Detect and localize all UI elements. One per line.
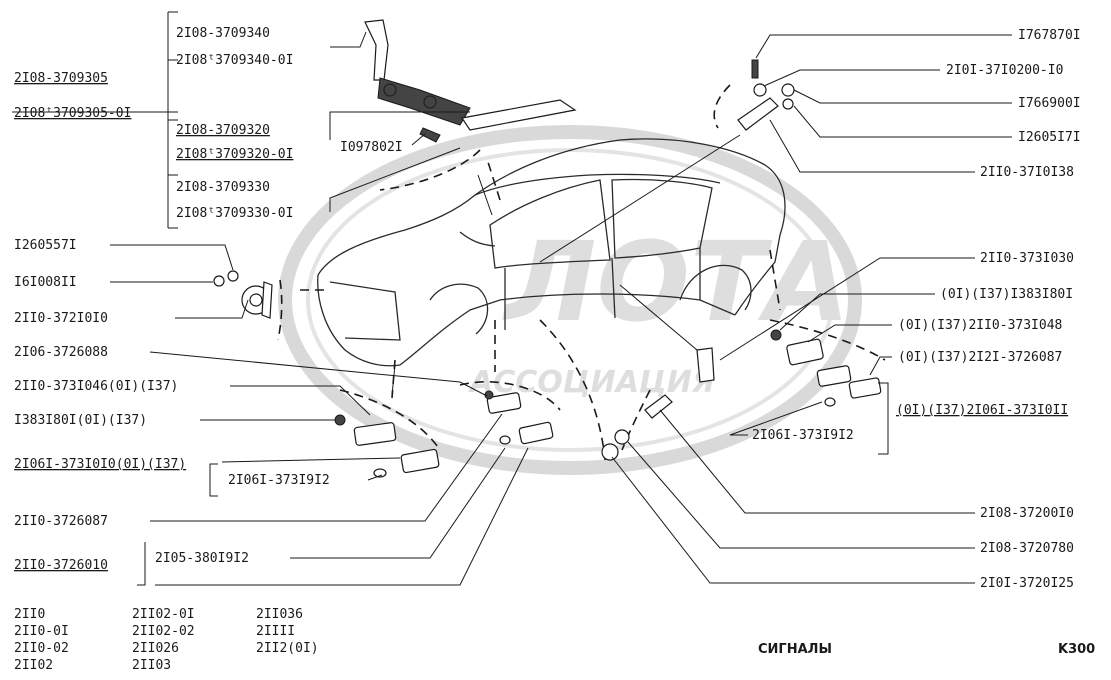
sensor-plate-part	[696, 347, 715, 383]
label-lamp-socket: 2I06-3726088	[14, 345, 108, 360]
horn-part	[213, 270, 273, 319]
model-col3-item: 2II036	[256, 607, 303, 622]
model-col1-item: 2II0	[14, 607, 45, 622]
model-col2-item: 2II02-0I	[132, 607, 195, 622]
car-body-outline	[317, 138, 786, 367]
label-lever-a-line2: 2I08ᵗ3709340-0I	[176, 53, 293, 68]
label-side-lamp-assembly: 2II0-3726010	[14, 558, 108, 573]
door-switch-part	[601, 394, 673, 461]
front-repeater-part	[334, 414, 440, 478]
model-col2-item: 2II02-02	[132, 624, 195, 639]
label-lever-b-line1: 2I08-3709320	[176, 123, 270, 138]
label-assembly-line1: 2I08-3709305	[14, 71, 108, 86]
page-title: СИГНАЛЫ	[758, 642, 832, 657]
label-repeater-body: 2II0-373I046(0I)(I37)	[14, 379, 178, 394]
model-col3-item: 2IIII	[256, 624, 295, 639]
model-col1-item: 2II0-0I	[14, 624, 69, 639]
label-rear-body: (0I)(I37)2II0-373I048	[898, 318, 1062, 333]
screw-part	[419, 127, 441, 143]
page-code: K300	[1058, 642, 1095, 657]
label-bracket: 2II0-37I0I38	[980, 165, 1074, 180]
label-switch-cap: 2I08-3720780	[980, 541, 1074, 556]
model-col1-item: 2II02	[14, 658, 53, 673]
label-bolt: I767870I	[1018, 28, 1081, 43]
model-col1-item: 2II0-02	[14, 641, 69, 656]
label-grommet: I383I80I(0I)(I37)	[14, 413, 147, 428]
label-horn: 2II0-372I0I0	[14, 311, 108, 326]
label-nut: I260557I	[14, 238, 77, 253]
label-side-lamp: 2II0-3726087	[14, 514, 108, 529]
model-list: 2II0 2II0-0I 2II0-02 2II02 2II02-0I 2II0…	[14, 607, 319, 673]
label-switch-boot: 2I0I-3720I25	[980, 576, 1074, 591]
label-bulb-small-right: 2I06I-373I9I2	[752, 428, 854, 443]
label-sensor: 2II0-373I030	[980, 251, 1074, 266]
washer-lever-assembly	[364, 19, 577, 131]
watermark-logo-text: ЛОТА	[502, 218, 850, 346]
model-col2-item: 2II03	[132, 658, 171, 673]
label-washer-a: I766900I	[1018, 96, 1081, 111]
label-lever-b-line2: 2I08ᵗ3709320-0I	[176, 147, 293, 162]
model-col2-item: 2II026	[132, 641, 179, 656]
label-washer: I6I008II	[14, 275, 77, 290]
label-repeater-assembly: 2I06I-373I0I0(0I)(I37)	[14, 457, 186, 472]
label-rear-grommet: (0I)(I37)I383I80I	[940, 287, 1073, 302]
label-screw: I097802I	[340, 140, 403, 155]
label-side-bulb: 2I05-380I9I2	[155, 551, 249, 566]
label-nut-clip: 2I0I-37I0200-I0	[946, 63, 1063, 78]
label-lever-c-line1: 2I08-3709330	[176, 180, 270, 195]
label-bulb-small-left: 2I06I-373I9I2	[228, 473, 330, 488]
bracket-part	[737, 59, 795, 131]
rear-repeater-part	[770, 329, 882, 407]
label-rear-assembly: (0I)(I37)2I06I-373I0II	[896, 403, 1068, 418]
label-door-switch: 2I08-37200I0	[980, 506, 1074, 521]
label-rear-lamp: (0I)(I37)2I2I-3726087	[898, 350, 1062, 365]
label-washer-b: I2605I7I	[1018, 130, 1081, 145]
side-lamp-part	[484, 390, 554, 445]
model-col3-item: 2II2(0I)	[256, 641, 319, 656]
label-assembly-line2: 2I08ᵗ3709305-0I	[14, 106, 131, 121]
label-lever-c-line2: 2I08ᵗ3709330-0I	[176, 206, 293, 221]
label-lever-a-line1: 2I08-3709340	[176, 26, 270, 41]
